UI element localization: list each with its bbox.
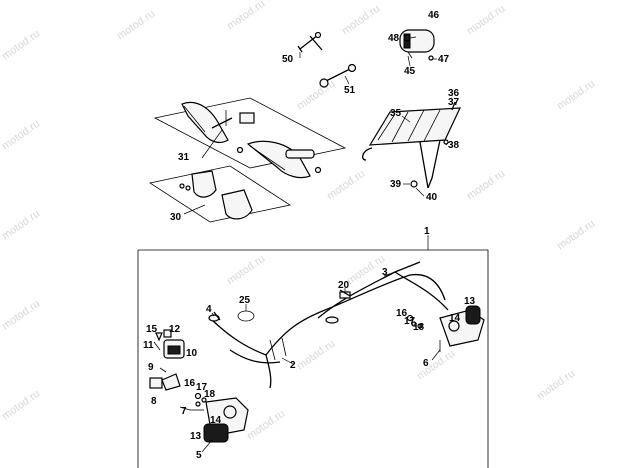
watermark: motod.ru: [0, 28, 42, 63]
tool-wrench: [297, 31, 323, 53]
luggage-rack: [361, 101, 461, 189]
watermark: motod.ru: [340, 3, 382, 38]
callout-36: 36: [448, 88, 460, 99]
callout-30: 30: [170, 212, 182, 223]
callout-5: 5: [196, 450, 202, 461]
wiring-harness: [208, 261, 449, 389]
callout-18-right: 18: [413, 322, 425, 333]
callout-2: 2: [290, 360, 296, 371]
watermark: motod.ru: [0, 208, 42, 243]
callouts: 1 2 3 4 5 6 7 8 9 10 11 12 13 13 14 14 1…: [143, 10, 476, 461]
callout-40: 40: [426, 192, 438, 203]
leader-lines: [179, 36, 448, 453]
callout-9: 9: [148, 362, 154, 373]
callout-38: 38: [448, 140, 460, 151]
watermark: motod.ru: [225, 0, 267, 32]
wiring-kit-box: [137, 235, 489, 468]
watermark: motod.ru: [0, 118, 42, 153]
callout-13-left: 13: [190, 431, 202, 442]
callout-14-right: 14: [449, 313, 461, 324]
callout-13-right: 13: [464, 296, 476, 307]
callout-18-left: 18: [204, 389, 216, 400]
callout-31: 31: [178, 152, 190, 163]
callout-50: 50: [282, 54, 294, 65]
callout-12: 12: [169, 324, 181, 335]
callout-39: 39: [390, 179, 402, 190]
callout-45: 45: [404, 66, 416, 77]
callout-4: 4: [206, 304, 212, 315]
handguards-panel: [153, 97, 347, 179]
tool-bag: [399, 29, 435, 61]
callout-15: 15: [146, 324, 158, 335]
flasher-relay: [149, 367, 181, 391]
callout-17-right: 17: [404, 316, 416, 327]
callout-3: 3: [382, 267, 388, 278]
callout-51: 51: [344, 85, 356, 96]
callout-16-right: 16: [396, 308, 408, 319]
watermark: motod.ru: [245, 408, 287, 443]
callout-8: 8: [151, 396, 157, 407]
connector: [213, 311, 221, 321]
right-tail-light: [406, 305, 485, 352]
watermark: motod.ru: [225, 253, 267, 288]
watermark: motod.ru: [325, 168, 367, 203]
relay-group: [153, 329, 185, 359]
cable-tie: [237, 310, 255, 322]
callout-17-left: 17: [196, 382, 208, 393]
callout-7: 7: [181, 406, 187, 417]
callout-20: 20: [338, 280, 350, 291]
watermark: motod.ru: [295, 338, 337, 373]
watermark: motod.ru: [555, 78, 597, 113]
callout-10: 10: [186, 348, 198, 359]
callout-37: 37: [448, 97, 460, 108]
callout-35: 35: [390, 108, 402, 119]
watermark: motod.ru: [535, 368, 577, 403]
screw: [339, 289, 351, 297]
watermark: motod.ru: [345, 253, 387, 288]
callout-46: 46: [428, 10, 440, 21]
callout-48: 48: [388, 33, 400, 44]
callout-25: 25: [239, 295, 251, 306]
callout-16-left: 16: [184, 378, 196, 389]
callout-11: 11: [143, 340, 154, 351]
hand-protectors-panel: [148, 165, 292, 223]
callout-1: 1: [424, 226, 430, 237]
watermark: motod.ru: [465, 3, 507, 38]
watermark: motod.ru: [0, 388, 42, 423]
watermark: motod.ru: [0, 298, 42, 333]
callout-6: 6: [423, 358, 429, 369]
callout-47: 47: [438, 54, 450, 65]
watermark: motod.ru: [115, 8, 157, 43]
left-tail-light: [190, 392, 249, 443]
callout-14-left: 14: [210, 415, 222, 426]
watermark: motod.ru: [295, 78, 337, 113]
watermark: motod.ru: [555, 218, 597, 253]
watermark: motod.ru: [415, 348, 457, 383]
watermark-layer: motod.ru motod.ru motod.ru motod.ru moto…: [0, 0, 597, 442]
tool-spanner: [319, 63, 357, 88]
watermark: motod.ru: [465, 168, 507, 203]
